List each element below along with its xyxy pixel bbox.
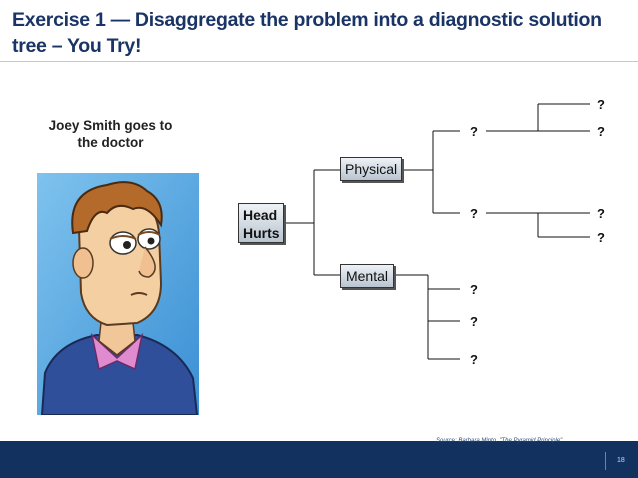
footer-bar — [0, 441, 638, 478]
source-citation: Source: Barbara Minto, "The Pyramid Prin… — [436, 438, 563, 444]
leaf-node-4: ? — [597, 230, 605, 245]
physical-sub-node-1: ? — [470, 124, 478, 139]
mental-sub-node-1: ? — [470, 282, 478, 297]
leaf-node-3: ? — [597, 206, 605, 221]
cartoon-man-illustration — [37, 173, 199, 415]
mental-sub-node-3: ? — [470, 352, 478, 367]
slide-title: Exercise 1 — Disaggregate the problem in… — [12, 9, 602, 57]
branch-node-mental: Mental — [340, 264, 394, 288]
title-divider — [0, 61, 638, 62]
physical-sub-node-2: ? — [470, 206, 478, 221]
page-number: 18 — [617, 457, 625, 464]
illustration-caption: Joey Smith goes to the doctor — [48, 118, 173, 150]
footer-divider — [605, 452, 606, 470]
root-node-head-hurts: Head Hurts — [238, 203, 284, 243]
branch-node-physical: Physical — [340, 157, 402, 181]
leaf-node-1: ? — [597, 97, 605, 112]
leaf-node-2: ? — [597, 124, 605, 139]
mental-sub-node-2: ? — [470, 314, 478, 329]
